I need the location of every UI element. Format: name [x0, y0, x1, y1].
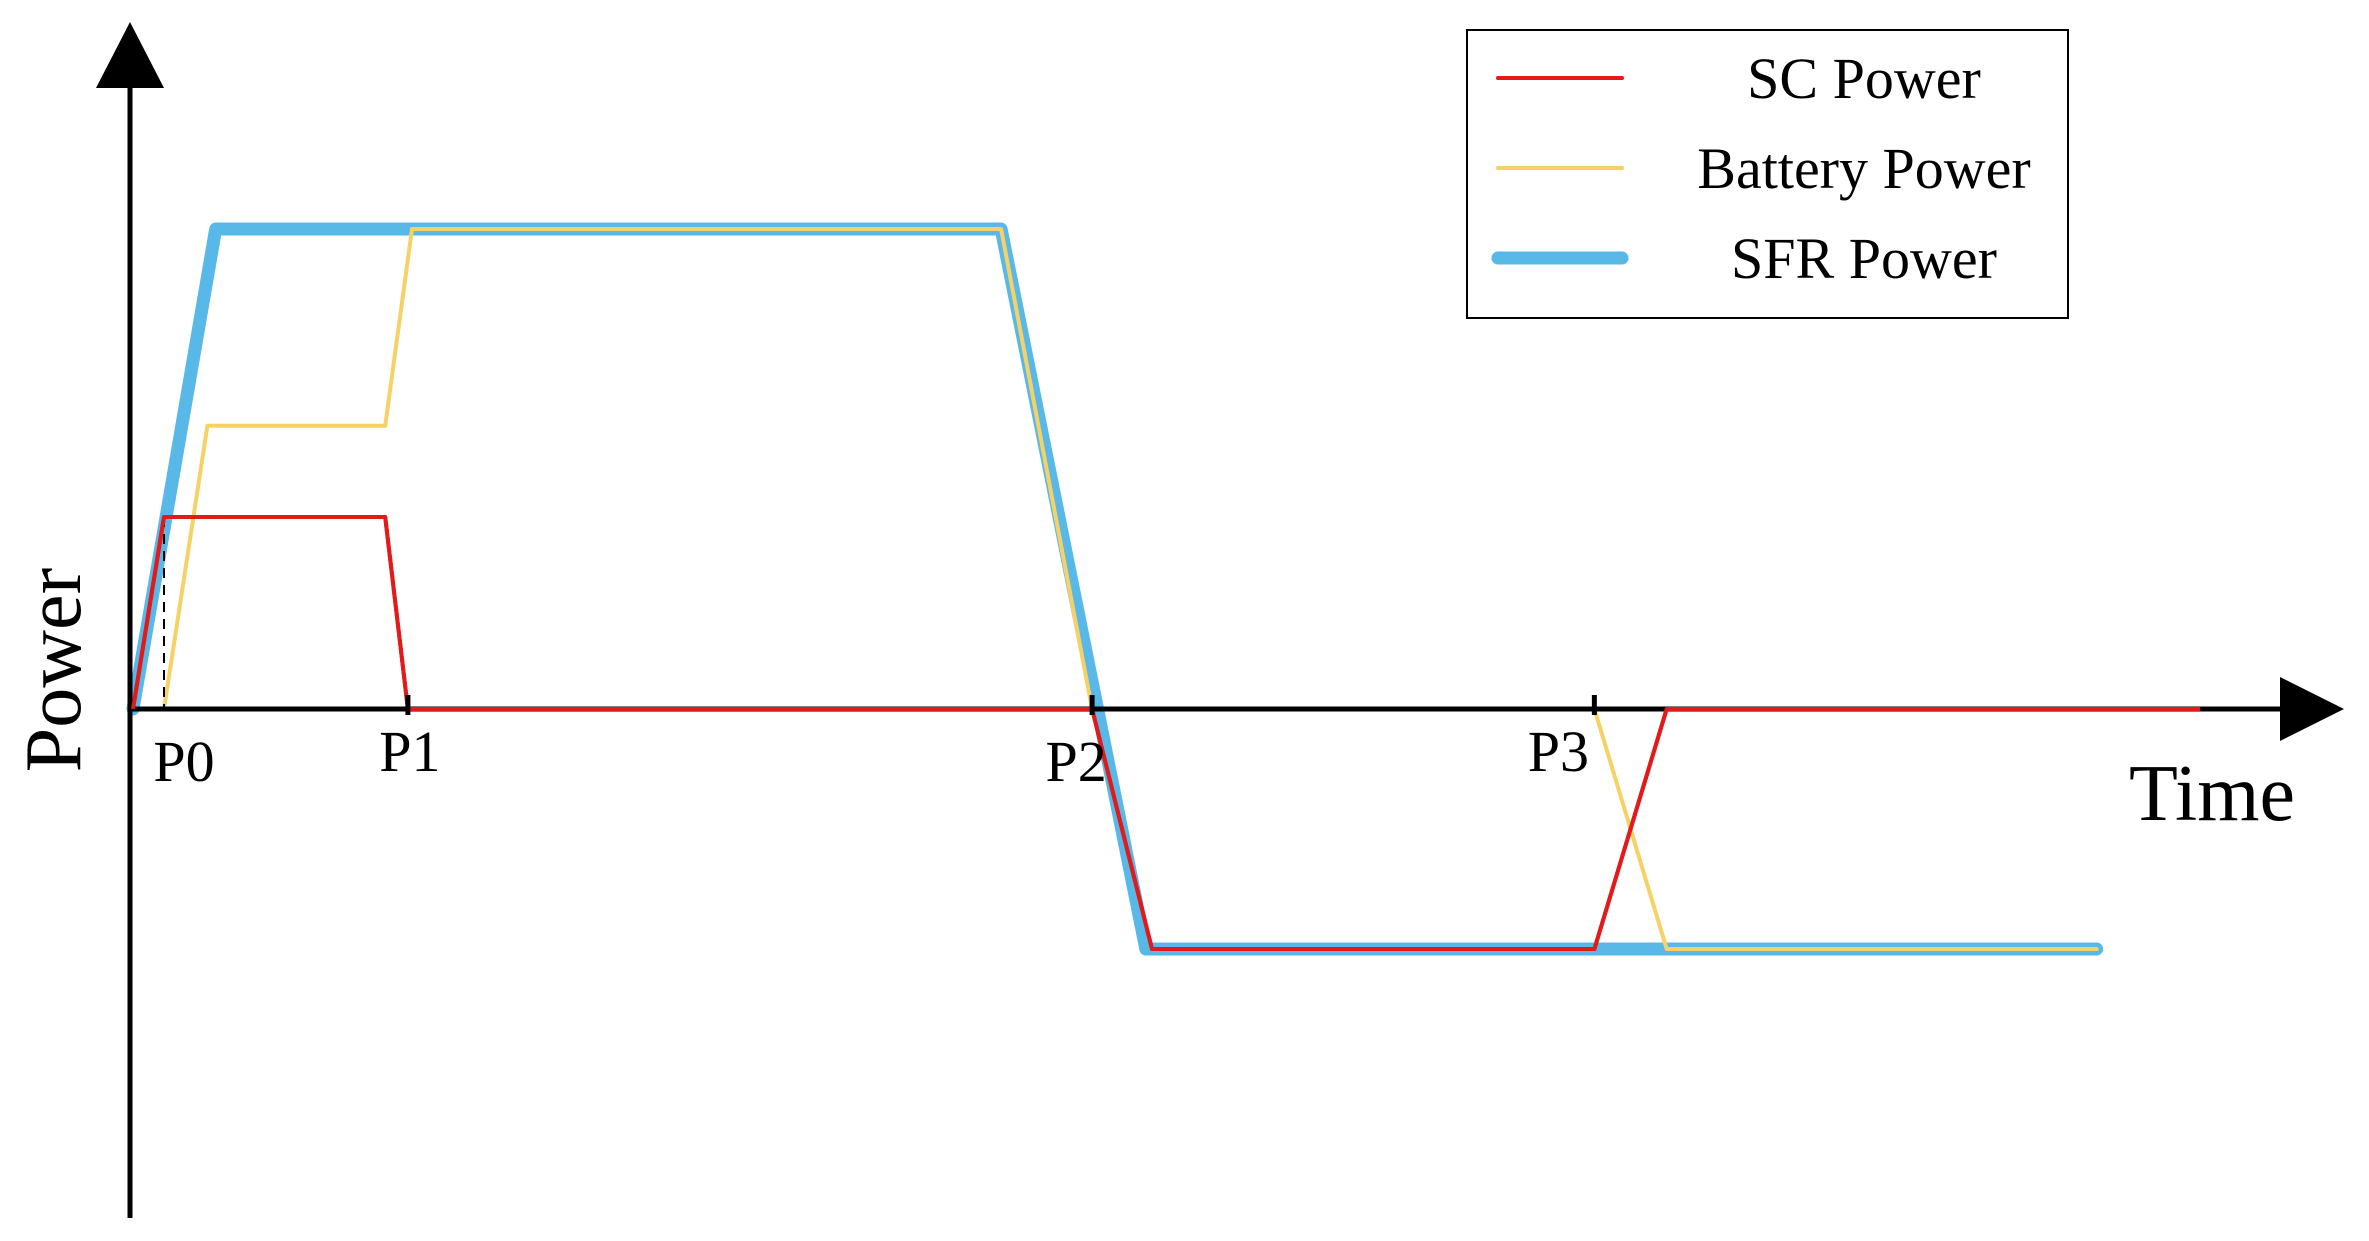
chart-axes: P0 P1 P2 P3 Time Power [10, 22, 2344, 1218]
x-axis-arrowhead [2280, 677, 2344, 741]
series-line-battery-power [162, 227, 2099, 951]
legend-label-sfr-power: SFR Power [1731, 226, 1997, 291]
legend-label-sc-power: SC Power [1747, 46, 1981, 111]
legend-label-battery-power: Battery Power [1697, 136, 2030, 201]
y-axis-arrowhead [96, 22, 164, 88]
x-tick-label-p2: P2 [1045, 729, 1106, 794]
legend-entry-sfr-power: SFR Power [1491, 226, 1997, 291]
y-axis-label: Power [10, 568, 98, 772]
x-tick-label-p1: P1 [379, 719, 440, 784]
x-tick-label-p3: P3 [1528, 719, 1589, 784]
legend-entry-battery-power: Battery Power [1496, 136, 2031, 201]
legend-entry-sc-power: SC Power [1496, 46, 1981, 111]
x-tick-label-p0: P0 [153, 729, 214, 794]
x-axis-label: Time [2129, 750, 2295, 838]
